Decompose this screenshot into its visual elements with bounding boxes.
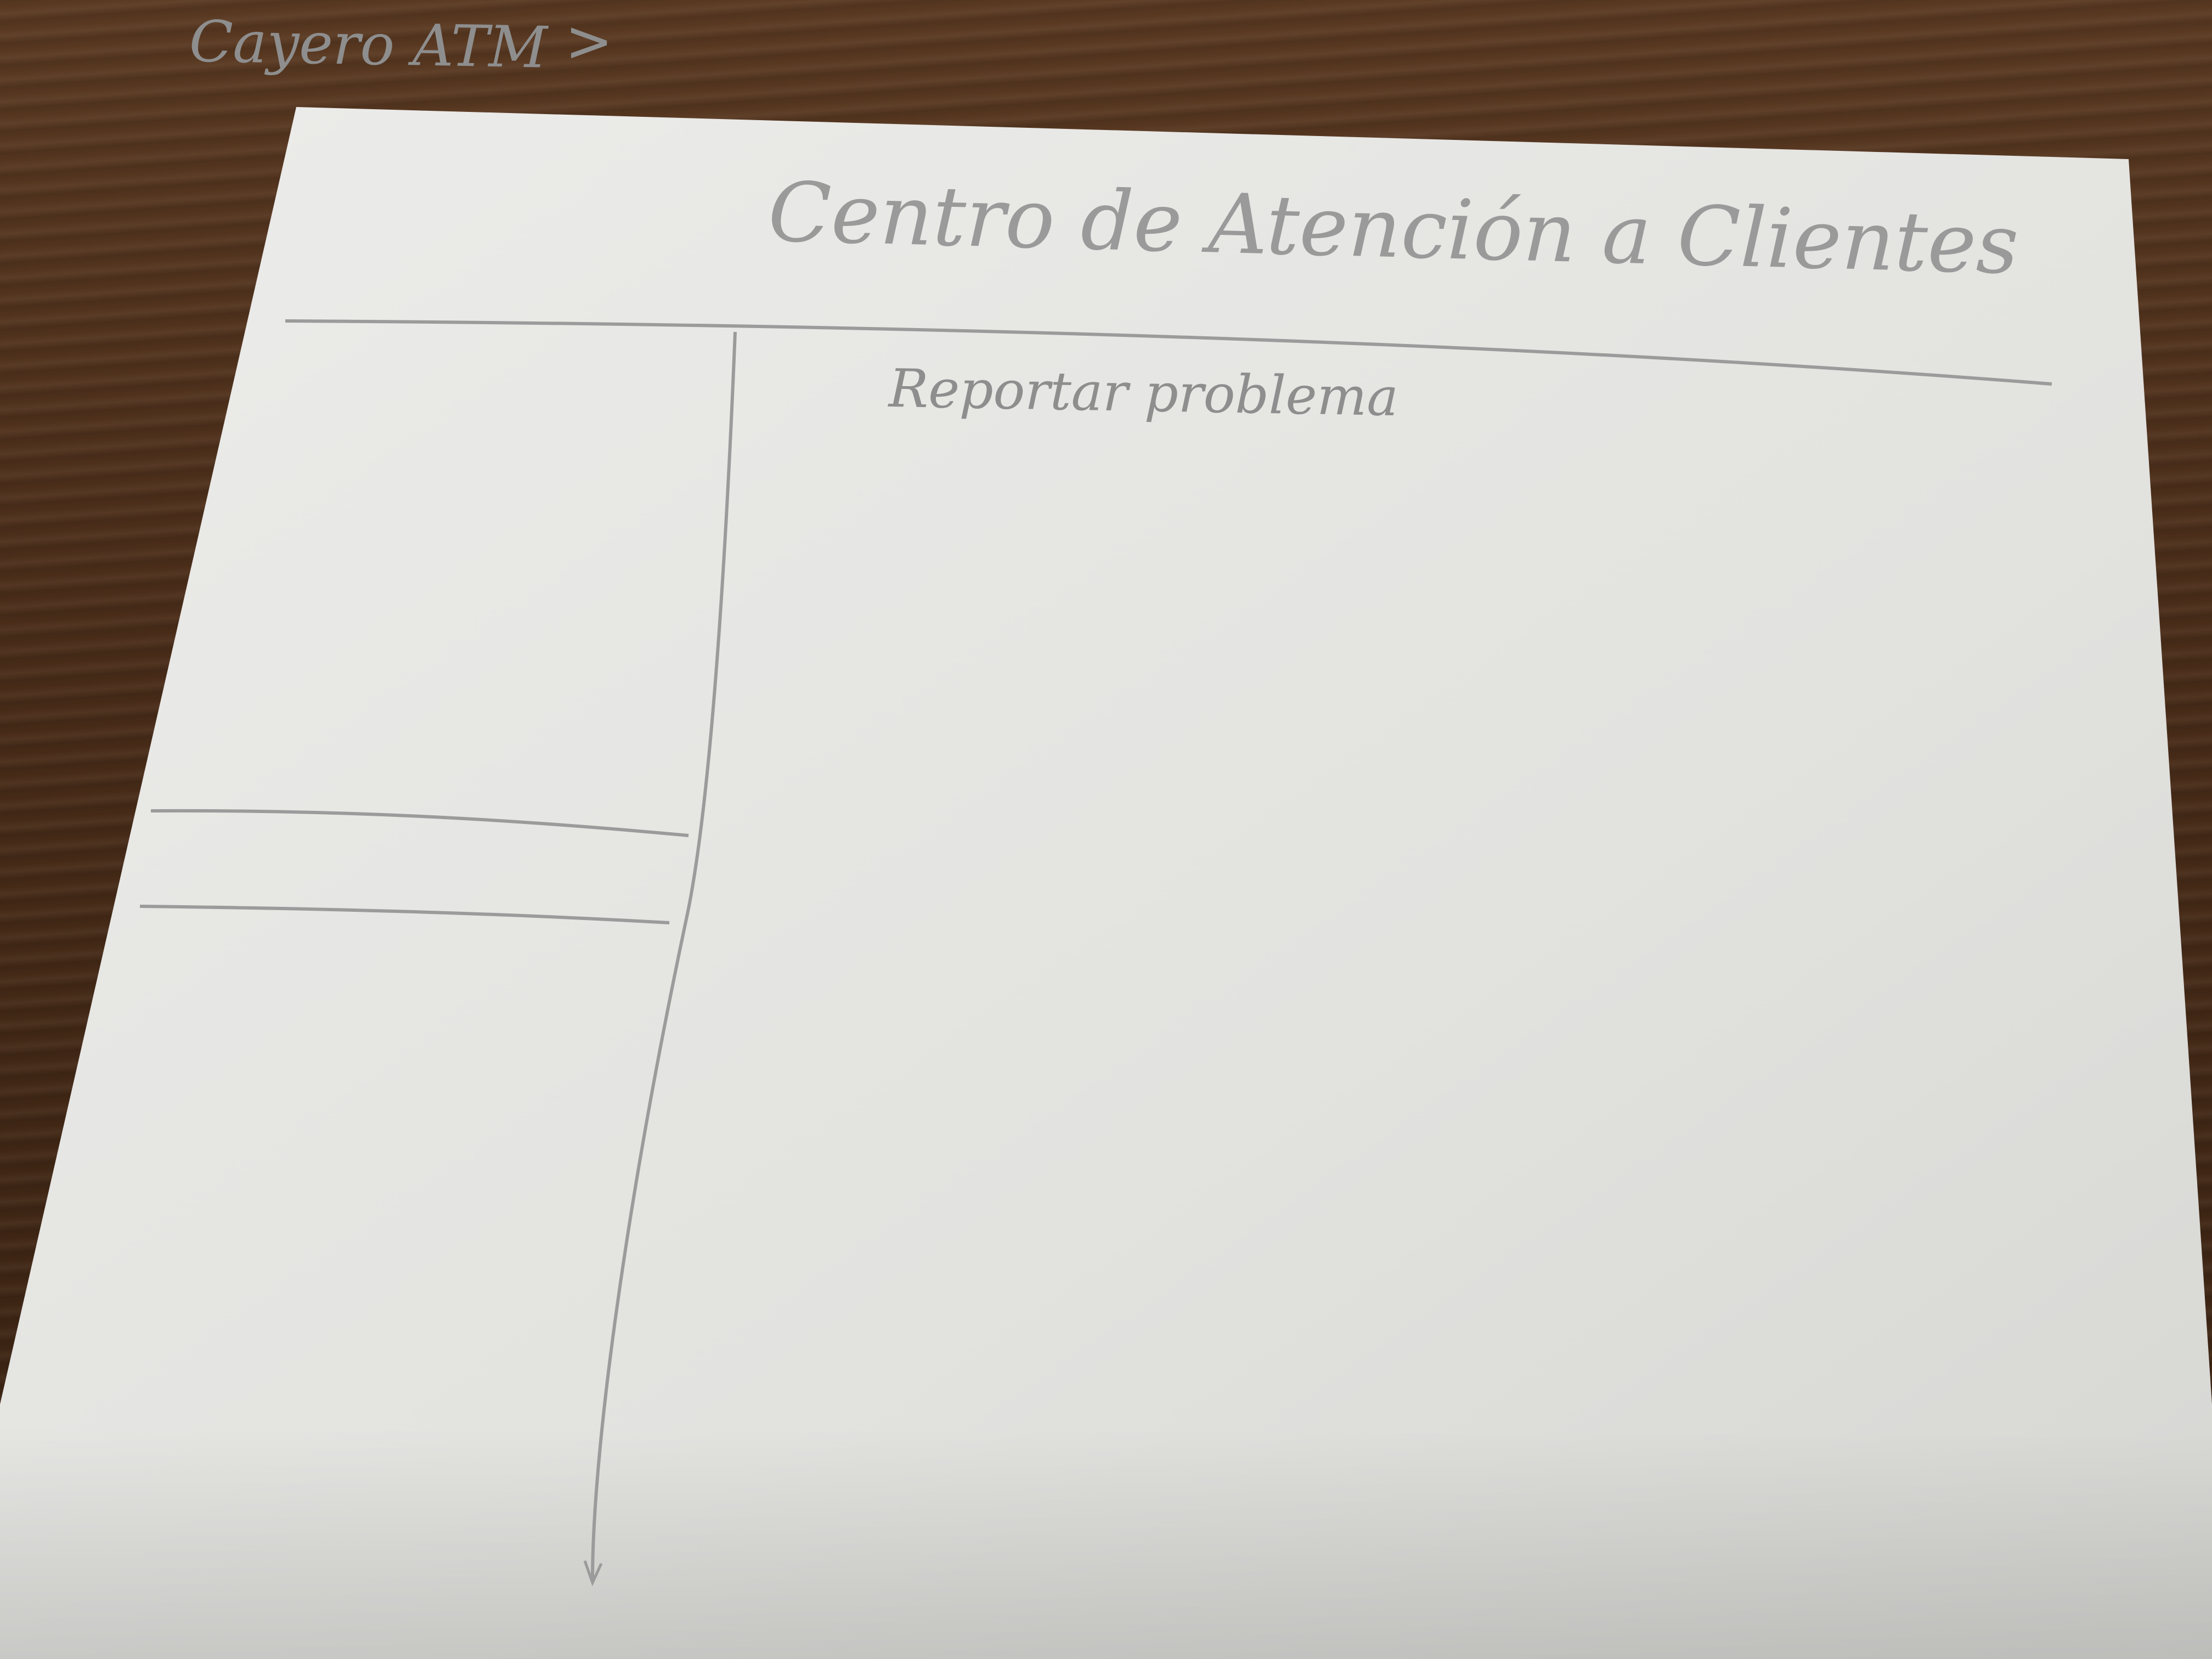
sidebar-item-cayero-atm[interactable]: Cayero ATM > xyxy=(0,0,620,82)
item-border-bottom xyxy=(139,905,670,924)
header-divider xyxy=(285,319,2052,386)
sidebar-item-label: Cayero ATM xyxy=(188,8,548,81)
main-heading: Reportar problema xyxy=(888,357,1399,428)
item-border-top xyxy=(150,809,689,837)
sidebar-end-arrow-icon xyxy=(583,1560,603,1587)
chevron-right-icon: > xyxy=(565,8,613,75)
sidebar-divider xyxy=(591,331,737,1581)
